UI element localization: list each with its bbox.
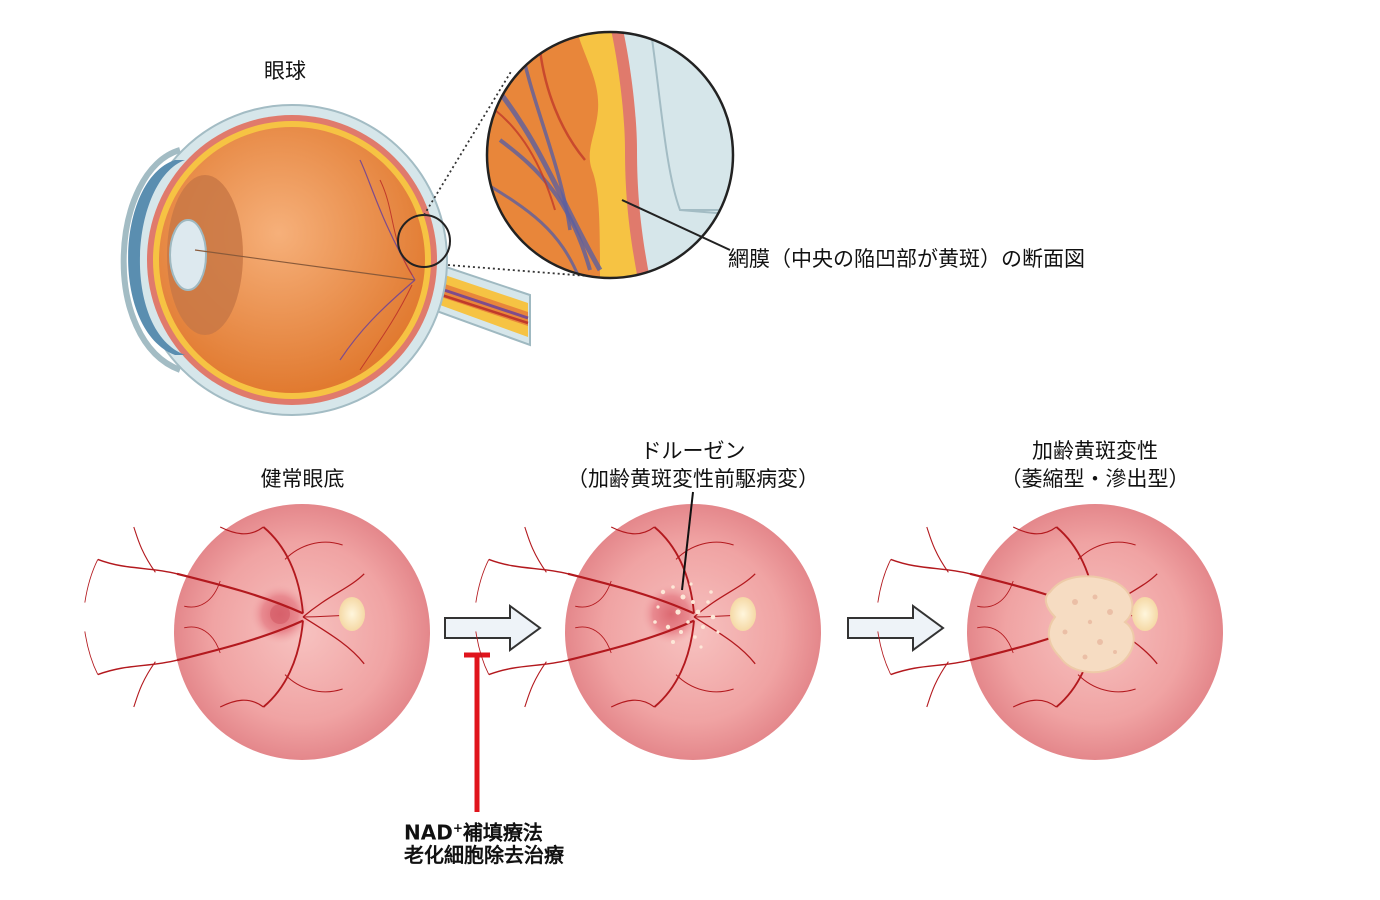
retina-section-leader (621, 199, 731, 251)
label-treatment-nad: NAD+補填療法 (404, 815, 543, 846)
eyeball-illustration (120, 104, 531, 416)
label-healthy-fundus: 健常眼底 (260, 467, 345, 491)
drusen-leader (681, 491, 694, 591)
label-retina-section: 網膜（中央の陥凹部が黄斑）の断面図 (728, 247, 1085, 271)
fundus-drusen (474, 504, 821, 760)
nad-prefix: NAD (404, 820, 453, 845)
nad-rest: 補填療法 (462, 820, 543, 845)
progression-arrow-2 (847, 604, 945, 652)
label-amd: 加齢黄斑変性 (1032, 439, 1158, 463)
label-drusen: ドルーゼン (640, 439, 746, 463)
zoom-connector-top (423, 69, 513, 216)
fundus-amd (876, 504, 1223, 760)
atrophy-lesion (1044, 575, 1135, 674)
zoom-connector-bottom (447, 264, 601, 278)
label-drusen-sub: （加齢黄斑変性前駆病変） (567, 467, 819, 491)
zoom-circle-outline (485, 30, 735, 280)
nad-superscript: + (452, 821, 463, 835)
fundus-healthy (83, 504, 430, 760)
retina-section-zoom (487, 32, 733, 278)
label-amd-sub: （萎縮型・滲出型） (1000, 467, 1190, 491)
progression-arrow-1 (444, 604, 542, 652)
label-eyeball: 眼球 (264, 59, 306, 83)
drusen-deposits (653, 582, 720, 649)
label-treatment-senolytic: 老化細胞除去治療 (404, 843, 564, 867)
